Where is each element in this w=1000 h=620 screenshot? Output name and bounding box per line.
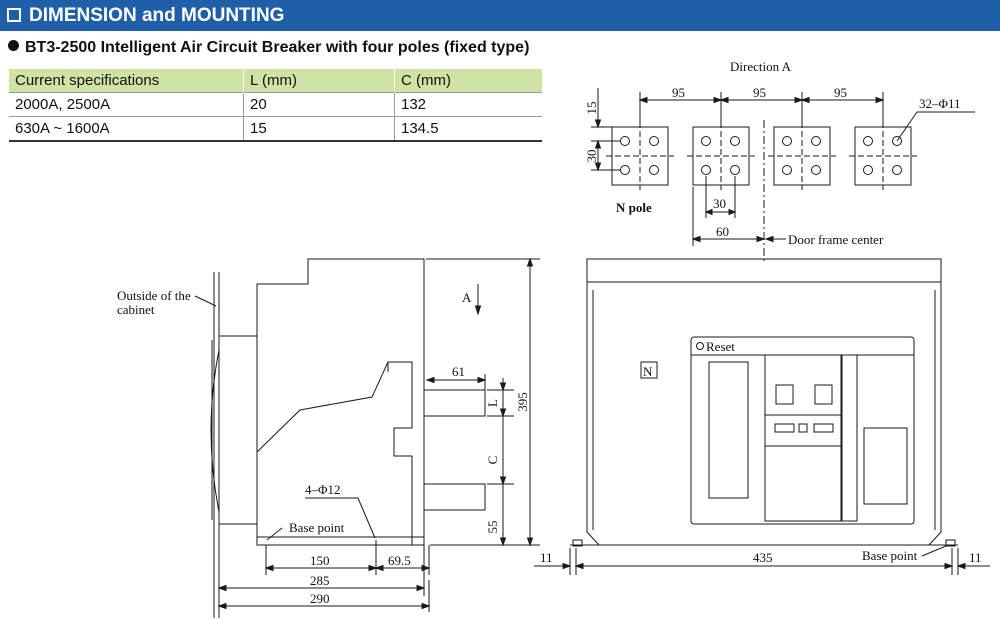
dim-L: L (485, 399, 500, 407)
table-cell: 132 (394, 92, 542, 117)
figure-subtitle: BT3-2500 Intelligent Air Circuit Breaker… (8, 38, 529, 58)
reset-label: Reset (706, 339, 735, 354)
pole-block-4 (849, 122, 917, 190)
section-title: DIMENSION and MOUNTING (29, 5, 285, 26)
table-cell: 2000A, 2500A (9, 92, 244, 117)
table-cell: 134.5 (394, 116, 542, 142)
dim-11-left: 11 (540, 550, 553, 565)
table-cell: 15 (243, 116, 395, 142)
dim-30-pitch: 30 (713, 196, 726, 211)
dim-290: 290 (310, 591, 330, 606)
table-header-cell: C (mm) (394, 69, 542, 93)
checkbox-square-icon (7, 8, 21, 22)
door-frame-center-label: Door frame center (788, 232, 884, 247)
section-banner: DIMENSION and MOUNTING (0, 0, 1000, 31)
dim-435: 435 (753, 550, 773, 565)
table-header-cell: Current specifications (9, 69, 244, 93)
table-cell: 20 (243, 92, 395, 117)
pole-block-n (606, 122, 674, 190)
table-header-cell: L (mm) (243, 69, 395, 93)
direction-a-marker: A (462, 290, 472, 305)
reset-indicator-icon (696, 342, 704, 350)
table-cell: 630A ~ 1600A (9, 116, 244, 142)
pole-block-2 (687, 122, 755, 190)
dim-395: 395 (515, 392, 530, 412)
dim-60: 60 (716, 224, 729, 239)
front-base-point-label: Base point (862, 548, 918, 563)
dim-69-5: 69.5 (388, 553, 411, 568)
dim-55: 55 (485, 521, 500, 534)
subtitle-text: BT3-2500 Intelligent Air Circuit Breaker… (25, 39, 530, 56)
top-view: Direction A (584, 59, 975, 262)
pole-block-3 (768, 122, 836, 190)
dim-61: 61 (452, 364, 465, 379)
arrow-down-icon (474, 305, 482, 316)
front-view: Reset N 11 435 11 Base point (534, 258, 990, 575)
bullet-icon (8, 40, 19, 51)
direction-a-title: Direction A (730, 59, 792, 74)
dim-30-side: 30 (584, 150, 599, 163)
dim-95-third: 95 (834, 85, 847, 100)
table-header-row: Current specifications L (mm) C (mm) (9, 69, 542, 93)
table-row: 2000A, 2500A 20 132 (9, 92, 542, 117)
dim-C: C (485, 456, 500, 465)
table-row: 630A ~ 1600A 15 134.5 (9, 116, 542, 142)
side-view: Outside of the cabinet A 61 (117, 257, 540, 618)
dim-11-right: 11 (969, 550, 982, 565)
side-base-point-label: Base point (289, 520, 345, 535)
cabinet-label-line1: Outside of the (117, 288, 191, 303)
dim-95-second: 95 (753, 85, 766, 100)
n-pole-label: N pole (616, 200, 652, 215)
dim-95-first: 95 (672, 85, 685, 100)
spec-table: Current specifications L (mm) C (mm) 200… (9, 69, 542, 142)
dim-15-top: 15 (584, 102, 599, 115)
dim-285: 285 (310, 573, 330, 588)
hole-callout-32: 32–Φ11 (919, 96, 961, 111)
n-mark: N (643, 364, 653, 379)
dim-150: 150 (310, 553, 330, 568)
cabinet-label-line2: cabinet (117, 302, 155, 317)
hole-callout-4: 4–Φ12 (305, 482, 341, 497)
